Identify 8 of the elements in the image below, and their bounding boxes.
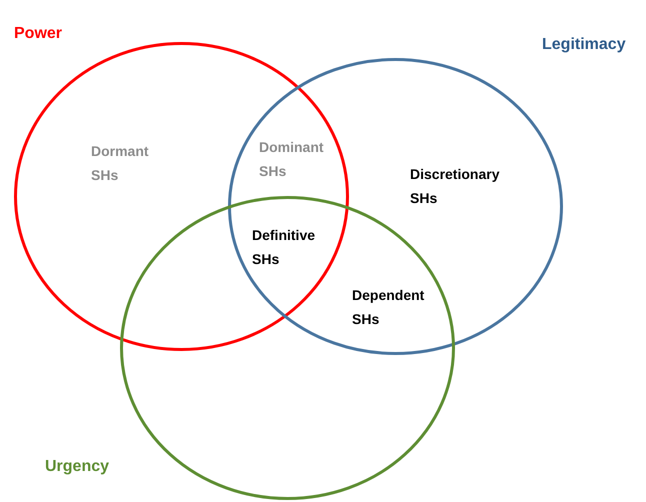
set-label: Urgency bbox=[45, 458, 110, 476]
set-label: Legitimacy bbox=[542, 36, 626, 54]
region-label: Dominant SHs bbox=[259, 138, 325, 181]
set-label: Power bbox=[14, 25, 62, 43]
region-label: Dependent SHs bbox=[352, 286, 426, 329]
region-label: Discretionary SHs bbox=[410, 165, 500, 208]
region-label: Definitive SHs bbox=[252, 226, 316, 269]
region-label: Dormant SHs bbox=[91, 142, 150, 185]
